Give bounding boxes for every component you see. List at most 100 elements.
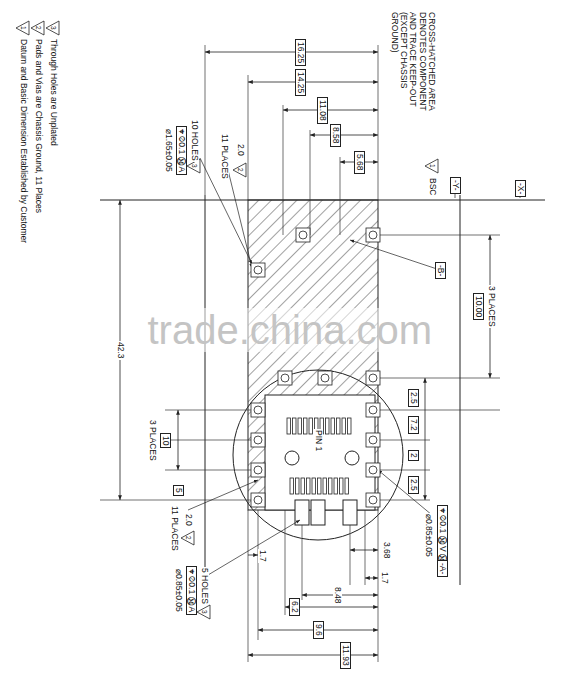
drawing-stroke bbox=[254, 466, 262, 474]
drawing-stroke bbox=[248, 655, 378, 656]
drawing-stroke bbox=[205, 195, 206, 585]
drawing-stroke bbox=[251, 433, 265, 447]
dimension-label: 3 PLACES bbox=[486, 285, 495, 328]
dimension-label: 2.0 bbox=[183, 513, 192, 527]
dimension-label: 11 PLACES bbox=[219, 133, 228, 180]
drawing-stroke bbox=[165, 410, 258, 411]
drawing-stroke bbox=[248, 200, 378, 510]
boxed-dimension: 5.68 bbox=[353, 151, 364, 174]
drawing-stroke bbox=[178, 410, 179, 470]
drawing-stroke bbox=[366, 433, 380, 447]
dimension-label: 1.7 bbox=[257, 549, 266, 563]
drawing-stroke bbox=[296, 228, 310, 242]
drawing-stroke bbox=[350, 550, 378, 551]
drawing-stroke bbox=[296, 478, 300, 494]
boxed-dimension: 2 bbox=[407, 450, 418, 461]
drawing-stroke bbox=[248, 555, 258, 556]
drawing-stroke bbox=[265, 395, 375, 510]
drawing-stroke bbox=[350, 240, 440, 270]
drawing-stroke bbox=[366, 228, 380, 242]
drawing-stroke bbox=[233, 163, 246, 177]
dimension-lines bbox=[120, 52, 490, 655]
dimension-label: Through Holes are Unplated bbox=[48, 38, 57, 147]
drawing-stroke bbox=[283, 105, 284, 235]
boxed-dimension: 16.25 bbox=[294, 39, 305, 66]
dimension-label: 1.7 bbox=[379, 571, 388, 585]
drawing-stroke bbox=[365, 578, 378, 579]
pads-and-holes bbox=[251, 228, 380, 507]
drawing-stroke bbox=[369, 231, 377, 239]
drawing-stroke bbox=[342, 418, 346, 434]
drawing-stroke bbox=[340, 157, 341, 235]
drawing-stroke bbox=[348, 418, 352, 434]
drawing-stroke bbox=[378, 500, 430, 501]
drawing-stroke bbox=[369, 496, 377, 504]
drawing-stroke bbox=[304, 418, 308, 434]
drawing-stroke bbox=[251, 463, 265, 477]
drawing-stroke bbox=[208, 520, 300, 575]
drawing-stroke bbox=[298, 418, 302, 434]
drawing-stroke bbox=[181, 531, 194, 545]
boxed-dimension: 6.2 bbox=[288, 598, 299, 616]
drawing-stroke bbox=[321, 374, 329, 382]
drawing-stroke bbox=[329, 478, 333, 494]
drawing-stroke bbox=[248, 510, 249, 662]
drawing-stroke bbox=[302, 525, 303, 600]
boxed-dimension: 2.5 bbox=[407, 389, 418, 407]
drawing-stroke bbox=[254, 266, 262, 274]
drawing-stroke bbox=[378, 470, 430, 471]
drawing-stroke bbox=[331, 418, 335, 434]
drawing-stroke bbox=[323, 478, 327, 494]
drawing-stroke bbox=[290, 478, 294, 494]
dimension-label: 8.48 bbox=[332, 586, 341, 605]
dimension-label: ⌀0.85±0.05 bbox=[423, 513, 432, 558]
drawing-stroke bbox=[311, 500, 325, 525]
dimension-label: 2.0 bbox=[235, 143, 244, 157]
drawing-stroke bbox=[460, 195, 461, 585]
dimension-label: Pads and Vias are Chassis Ground, 11 Pla… bbox=[33, 38, 42, 214]
drawing-stroke bbox=[248, 75, 249, 200]
dimension-label: ⌀1.65±0.05 bbox=[163, 128, 172, 173]
dimension-label: CROSS-HATCHED AREA DENOTES COMPONENT AND… bbox=[389, 11, 436, 113]
dimension-label: 11 PLACES bbox=[169, 505, 178, 552]
note-flag-number: 2 bbox=[34, 26, 41, 30]
drawing-stroke bbox=[251, 493, 265, 507]
drawing-stroke bbox=[310, 135, 378, 136]
drawing-stroke bbox=[318, 371, 332, 385]
dimension-label: PIN 1 bbox=[313, 429, 322, 452]
drawing-stroke bbox=[295, 500, 309, 525]
drawing-stroke bbox=[378, 45, 379, 200]
dimension-label: 3.68 bbox=[381, 541, 390, 560]
drawing-stroke bbox=[366, 463, 380, 477]
drawing-stroke bbox=[301, 478, 305, 494]
drawing-stroke bbox=[46, 21, 59, 35]
boxed-dimension: 5 bbox=[172, 485, 183, 496]
drawing-stroke bbox=[309, 418, 313, 434]
boxed-dimension: 7.2 bbox=[407, 416, 418, 434]
drawing-stroke bbox=[251, 263, 265, 277]
board-outline bbox=[100, 195, 545, 585]
drawing-stroke bbox=[165, 440, 258, 441]
note-flag-number: 3 bbox=[200, 610, 207, 614]
drawing-stroke bbox=[287, 418, 291, 434]
drawing-stroke bbox=[369, 466, 377, 474]
boxed-dimension: 11.93 bbox=[339, 642, 350, 669]
drawing-stroke bbox=[378, 235, 500, 236]
drawing-stroke bbox=[310, 130, 311, 235]
boxed-dimension: -B- bbox=[434, 262, 445, 279]
boxed-dimension: 2.5 bbox=[407, 476, 418, 494]
extension-lines bbox=[100, 45, 500, 662]
drawing-stroke bbox=[369, 436, 377, 444]
boxed-dimension: ⌖ ⌀0.1 Ⓜ A bbox=[175, 126, 186, 175]
drawing-stroke bbox=[254, 436, 262, 444]
drawing-stroke bbox=[425, 378, 426, 500]
note-flag-number: 2 bbox=[236, 168, 243, 172]
boxed-dimension: 8.58 bbox=[329, 124, 340, 147]
drawing-stroke bbox=[350, 525, 351, 585]
drawing-stroke bbox=[188, 480, 258, 510]
drawing-stroke bbox=[197, 605, 210, 619]
note-flag-number: 3 bbox=[190, 164, 197, 168]
drawing-stroke bbox=[307, 478, 311, 494]
drawing-stroke bbox=[337, 418, 341, 434]
